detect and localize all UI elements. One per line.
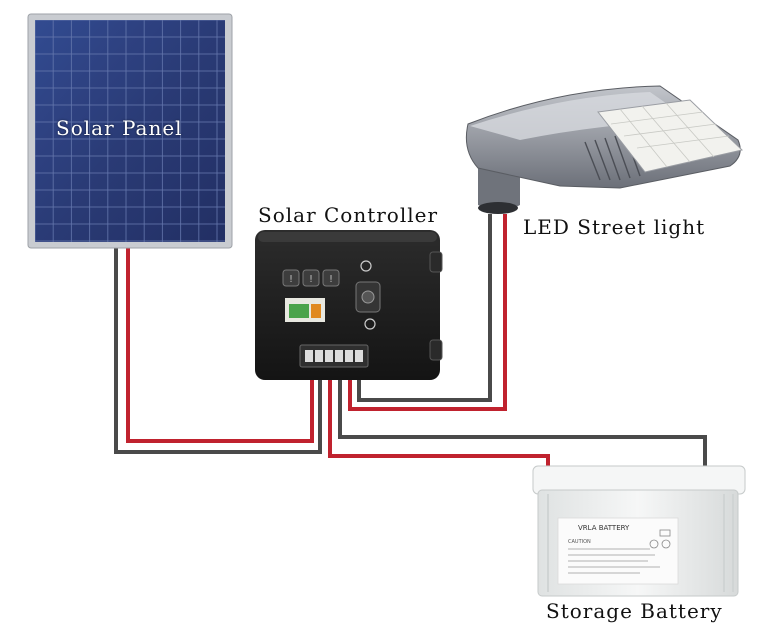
controller-indicators: ! ! ! [283,270,339,286]
controller-status-green [289,304,309,318]
terminal-1 [305,350,313,362]
battery-title: VRLA BATTERY [578,524,630,532]
terminal-3 [325,350,333,362]
controller-mount-tab-right-bottom [430,340,442,360]
solar-panel-label: Solar Panel [56,116,183,140]
controller-mount-tab-right-top [430,252,442,272]
controller-top-edge [258,232,437,242]
solar-controller: ! ! ! [255,230,442,380]
solar-controller-label: Solar Controller [258,203,438,227]
terminal-2 [315,350,323,362]
battery-caution: CAUTION [568,539,591,545]
controller-status-orange [311,304,321,318]
battery-positive-wire [330,370,548,485]
indicator-1-mark: ! [289,274,293,285]
controller-setting-knob [362,291,374,303]
storage-battery-label: Storage Battery [546,599,723,623]
indicator-3-mark: ! [329,274,333,285]
terminal-4 [335,350,343,362]
lamp-socket [478,202,518,214]
terminal-6 [355,350,363,362]
led-street-light-label: LED Street light [523,215,705,239]
terminal-5 [345,350,353,362]
led-street-light [466,86,742,214]
storage-battery: VRLA BATTERY CAUTION [533,466,745,596]
indicator-2-mark: ! [309,274,313,285]
